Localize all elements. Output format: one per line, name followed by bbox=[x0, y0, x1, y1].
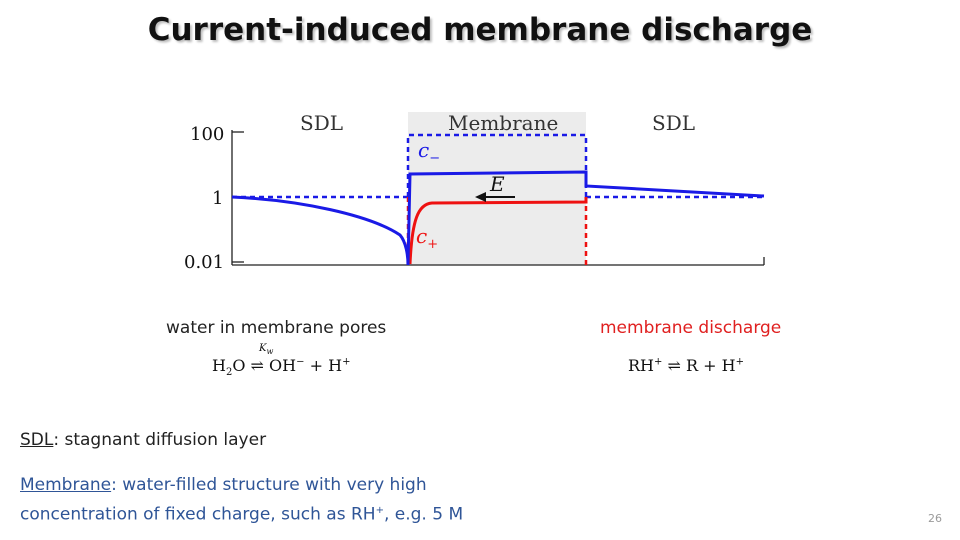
caption-water-in-pores: water in membrane pores bbox=[166, 318, 387, 338]
concentration-profile-figure: SDL Membrane SDL 100 1 0.01 c− c+ E bbox=[184, 111, 765, 273]
y-tick-label-100: 100 bbox=[190, 124, 224, 145]
c-minus-curve bbox=[231, 170, 765, 266]
definition-membrane: Membrane: water-filled structure with ve… bbox=[20, 475, 464, 525]
term-sdl: SDL bbox=[20, 430, 54, 450]
dashed-membrane-box-blue bbox=[406, 133, 588, 197]
membrane-region bbox=[408, 112, 586, 265]
definition-sdl: SDL: stagnant diffusion layer bbox=[20, 430, 267, 450]
term-membrane: Membrane bbox=[20, 475, 112, 495]
region-label-sdl-left: SDL bbox=[300, 111, 343, 135]
c-plus-label: c+ bbox=[416, 224, 438, 252]
caption-membrane-discharge: membrane discharge bbox=[600, 318, 782, 338]
c-plus-curve bbox=[408, 197, 588, 265]
y-tick-label-1: 1 bbox=[212, 188, 223, 209]
region-label-sdl-right: SDL bbox=[652, 111, 695, 135]
c-minus-label: c− bbox=[418, 138, 440, 166]
y-tick-label-0.01: 0.01 bbox=[184, 252, 224, 273]
field-label-e: E bbox=[489, 172, 505, 196]
water-dissociation-equation: Kw H2O ⇌ OH− + H+ bbox=[212, 343, 351, 379]
kw-label: Kw bbox=[259, 343, 274, 356]
field-arrow-head bbox=[475, 192, 486, 202]
membrane-discharge-equation: RH+ ⇌ R + H+ bbox=[628, 356, 744, 375]
slide-title: Current-induced membrane discharge bbox=[147, 12, 813, 48]
page-number: 26 bbox=[928, 512, 942, 525]
region-label-membrane: Membrane bbox=[448, 111, 558, 135]
